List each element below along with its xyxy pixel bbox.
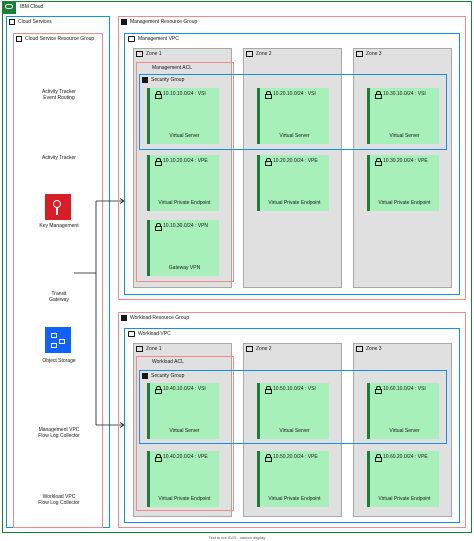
workload-acl [136, 356, 234, 511]
lock-icon [375, 158, 382, 166]
lock-icon [155, 454, 162, 462]
workload-zone-1-label: Zone 1 [136, 346, 162, 352]
workload-security-group [139, 370, 447, 444]
workload-zone-3-label: Zone 3 [356, 346, 382, 352]
workload-acl-label: Workload ACL [152, 359, 184, 365]
lock-icon [155, 223, 162, 231]
cloud-service-resource-group [13, 33, 103, 528]
zone-icon [246, 51, 253, 57]
management-vsi-subnet-2: 10.20.10.0/24 : VSI Virtual Server [257, 88, 329, 144]
resource-group-icon [16, 36, 22, 42]
management-zone-3-label: Zone 3 [356, 51, 382, 57]
workload-resource-group-header: Workload Resource Group [121, 315, 189, 321]
security-group-icon [142, 77, 148, 83]
ibm-cloud-badge [2, 1, 16, 14]
management-zone-1-label: Zone 1 [136, 51, 162, 57]
workload-security-group-header: Security Group [142, 373, 184, 379]
footer-note: Text is not SVG - cannot display [208, 535, 266, 540]
workload-vpc-header: Workload VPC [128, 331, 171, 337]
workload-vpc-flow-log-collector: Workload VPC Flow Log Collector [38, 494, 80, 506]
management-vpe-subnet-2: 10.20.20.0/24 : VPE Virtual Private Endp… [257, 155, 329, 211]
management-vpc-header: Management VPC [128, 36, 179, 42]
lock-icon [375, 454, 382, 462]
management-resource-group-header: Management Resource Group [121, 19, 197, 25]
workload-vsi-subnet-1: 10.40.10.0/24 : VSI Virtual Server [147, 383, 219, 439]
zone-icon [136, 51, 143, 57]
lock-icon [155, 91, 162, 99]
key-management: Key Management [39, 223, 79, 229]
zone-icon [356, 346, 363, 352]
workload-vsi-subnet-2: 10.50.10.0/24 : VSI Virtual Server [257, 383, 329, 439]
zone-icon [246, 346, 253, 352]
management-vpn-subnet: 10.10.30.0/24 : VPN Gateway VPN [147, 220, 219, 276]
workload-vpe-subnet-3: 10.60.20.0/24 : VPE Virtual Private Endp… [367, 451, 439, 507]
lock-icon [155, 386, 162, 394]
management-resource-group [118, 16, 466, 300]
cloud-service-resource-group-header: Cloud Service Resource Group [16, 36, 94, 42]
workload-vpe-subnet-1: 10.40.20.0/24 : VPE Virtual Private Endp… [147, 451, 219, 507]
vpc-icon [128, 331, 135, 337]
lock-icon [265, 91, 272, 99]
management-vsi-subnet-1: 10.10.10.0/24 : VSI Virtual Server [147, 88, 219, 144]
lock-icon [375, 91, 382, 99]
management-vsi-subnet-3: 10.30.10.0/24 : VSI Virtual Server [367, 88, 439, 144]
management-acl [136, 62, 234, 282]
management-vpc [124, 33, 460, 295]
management-vpe-subnet-1: 10.10.20.0/24 : VPE Virtual Private Endp… [147, 155, 219, 211]
cloud-services-icon [9, 19, 15, 25]
workload-vpc [124, 328, 460, 523]
object-storage: Object Storage [42, 358, 76, 364]
management-zone-2-label: Zone 2 [246, 51, 272, 57]
vpc-icon [128, 36, 135, 42]
resource-group-icon [121, 315, 127, 321]
zone-icon [356, 51, 363, 57]
workload-vsi-subnet-3: 10.60.10.0/24 : VSI Virtual Server [367, 383, 439, 439]
key-management-icon [45, 194, 71, 220]
resource-group-icon [121, 19, 127, 25]
management-vpc-flow-log-collector: Management VPC Flow Log Collector [38, 427, 80, 439]
management-acl-label: Management ACL [152, 65, 193, 71]
management-vpe-subnet-3: 10.30.20.0/24 : VPE Virtual Private Endp… [367, 155, 439, 211]
management-security-group-header: Security Group [142, 77, 184, 83]
activity-tracker-event-routing: Activity Tracker Event Routing [42, 89, 76, 101]
management-security-group [139, 74, 447, 150]
workload-vpe-subnet-2: 10.50.20.0/24 : VPE Virtual Private Endp… [257, 451, 329, 507]
lock-icon [375, 386, 382, 394]
ibm-cloud-title: IBM Cloud [20, 4, 44, 10]
workload-zone-2-label: Zone 2 [246, 346, 272, 352]
object-storage-icon [45, 327, 71, 353]
lock-icon [265, 386, 272, 394]
cloud-icon [5, 4, 13, 9]
activity-tracker: Activity Tracker [42, 155, 76, 161]
lock-icon [155, 158, 162, 166]
cloud-services-header: Cloud Services [9, 19, 52, 25]
security-group-icon [142, 373, 148, 379]
lock-icon [265, 454, 272, 462]
workload-resource-group [118, 312, 466, 528]
zone-icon [136, 346, 143, 352]
lock-icon [265, 158, 272, 166]
ibm-cloud-frame [2, 1, 472, 533]
transit-gateway: Transit Gateway [49, 291, 69, 303]
